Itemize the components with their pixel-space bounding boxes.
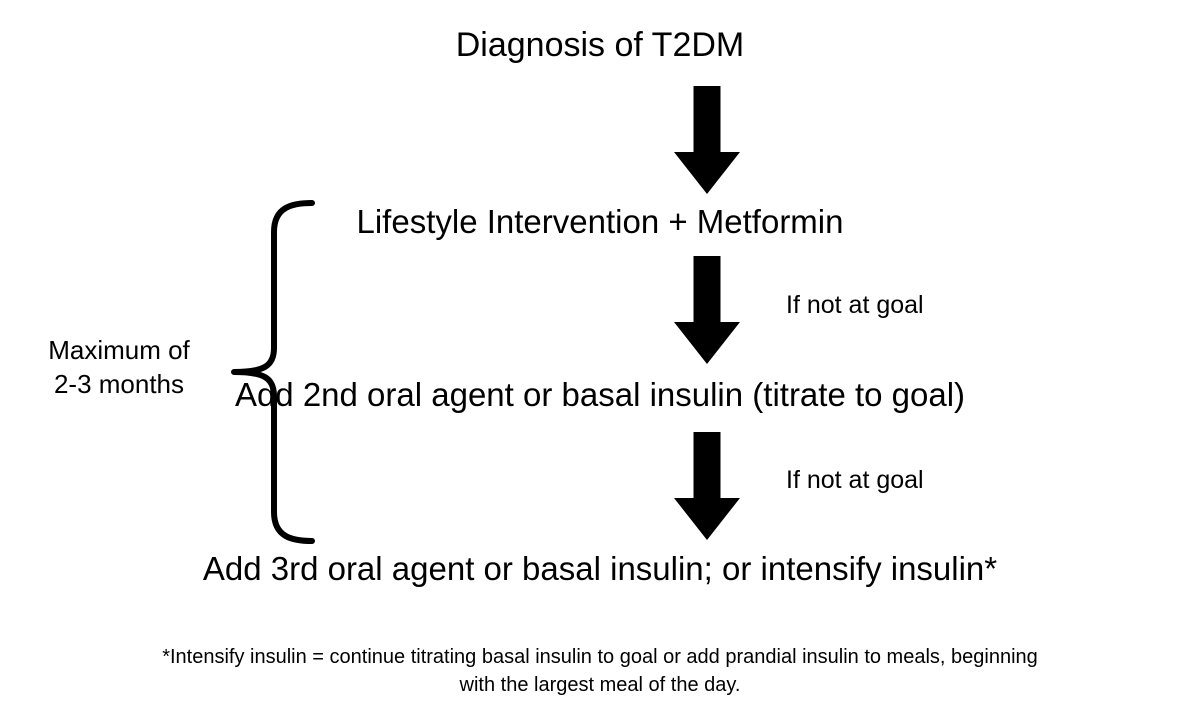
bracket-label-duration: Maximum of 2-3 months <box>14 334 224 402</box>
down-arrow-icon-1 <box>674 86 740 194</box>
footnote: *Intensify insulin = continue titrating … <box>20 644 1180 699</box>
step-add-second-agent: Add 2nd oral agent or basal insulin (tit… <box>234 376 966 413</box>
curly-brace-icon <box>228 198 318 546</box>
footnote-line-2: with the largest meal of the day. <box>459 673 741 696</box>
footnote-line-1: *Intensify insulin = continue titrating … <box>162 646 1038 668</box>
bracket-label-line-2: 2-3 months <box>53 368 185 399</box>
step-add-third-agent: Add 3rd oral agent or basal insulin; or … <box>202 550 998 587</box>
step-diagnosis: Diagnosis of T2DM <box>455 26 745 64</box>
transition-label-if-not-at-goal-1: If not at goal <box>786 291 924 319</box>
down-arrow-icon-3 <box>674 432 740 540</box>
transition-label-if-not-at-goal-2: If not at goal <box>786 466 924 494</box>
down-arrow-icon-2 <box>674 256 740 364</box>
step-lifestyle-metformin: Lifestyle Intervention + Metformin <box>356 203 844 240</box>
bracket-label-line-1: Maximum of <box>48 335 190 365</box>
